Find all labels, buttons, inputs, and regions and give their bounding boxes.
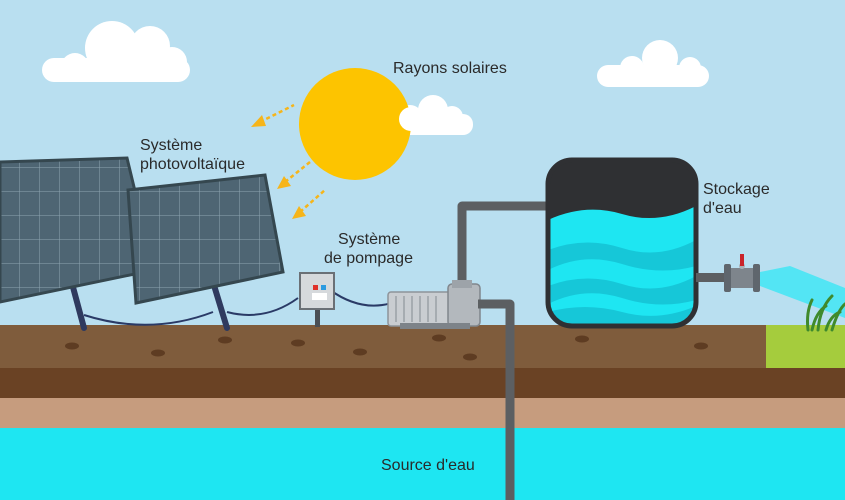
grass-patch bbox=[766, 325, 845, 368]
grass-tufts bbox=[806, 294, 845, 332]
sun bbox=[299, 68, 411, 180]
topsoil bbox=[0, 325, 845, 371]
pumping-system-label-line2: de pompage bbox=[324, 250, 413, 267]
pv-system-label-line2: photovoltaïque bbox=[140, 156, 245, 173]
water-storage-label-line2: d'eau bbox=[703, 200, 742, 217]
soil-dots bbox=[65, 334, 708, 361]
ray-arrowheads bbox=[251, 115, 306, 219]
cloud-right bbox=[597, 40, 709, 87]
control-box bbox=[299, 272, 335, 327]
water-tank bbox=[545, 157, 699, 329]
sun-rays bbox=[259, 103, 326, 213]
valve-handle bbox=[740, 254, 744, 266]
pump bbox=[387, 280, 481, 329]
blue-indicator bbox=[321, 285, 326, 290]
cloud-sun-front bbox=[399, 95, 448, 131]
sand-layer bbox=[0, 398, 845, 428]
sun-rays-label: Rayons solaires bbox=[393, 60, 507, 77]
water-source-label: Source d'eau bbox=[381, 457, 475, 474]
groundwater bbox=[0, 428, 845, 500]
outlet-valve bbox=[696, 254, 760, 292]
pipe-pump-to-source bbox=[478, 299, 515, 500]
cloud-left bbox=[42, 21, 190, 82]
red-indicator bbox=[313, 285, 318, 290]
solar-panel-2 bbox=[126, 173, 285, 305]
water-storage-label-line1: Stockage bbox=[703, 181, 770, 198]
subsoil bbox=[0, 368, 845, 398]
pumping-system-label-line1: Système bbox=[338, 231, 401, 248]
pv-system-label-line1: Système bbox=[140, 137, 203, 154]
pipe-tank-to-pump bbox=[457, 201, 549, 286]
